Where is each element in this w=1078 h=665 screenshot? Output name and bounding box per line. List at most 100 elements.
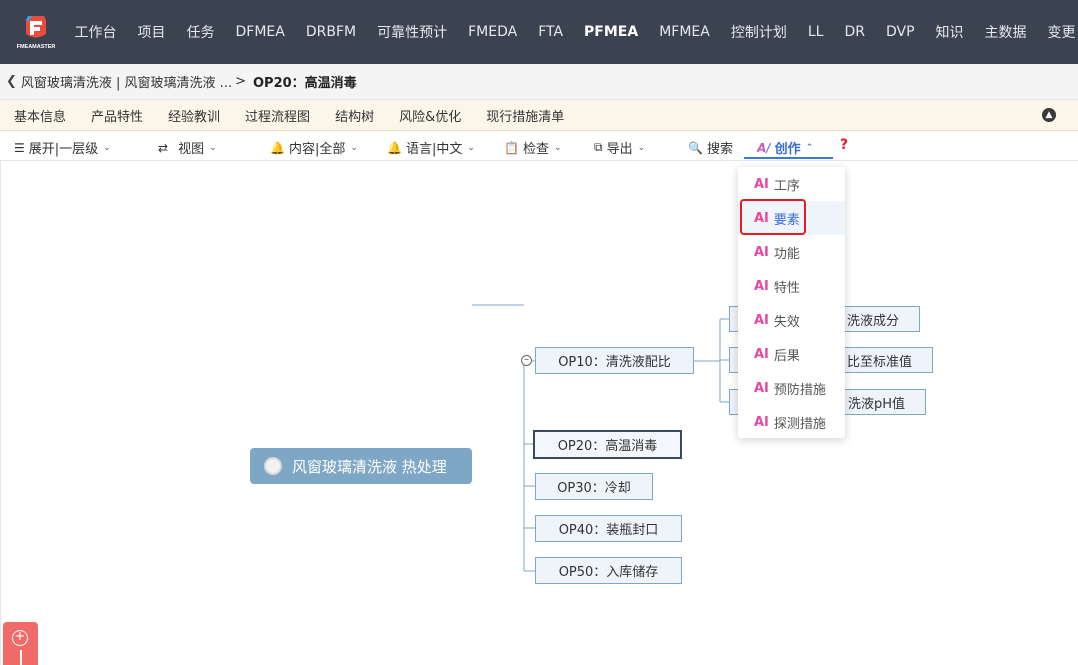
ai-menu-label: 要素 bbox=[773, 212, 800, 228]
ai-menu-item-characteristic[interactable]: AI 特性 bbox=[738, 269, 845, 303]
child-node-label: 比至标准值 bbox=[846, 354, 912, 370]
op-node-op40[interactable]: OP40：装瓶封口 bbox=[535, 515, 682, 542]
tab-process-flow[interactable]: 过程流程图 bbox=[245, 109, 311, 125]
ai-menu-item-detection[interactable]: AI 探测措施 bbox=[738, 405, 845, 439]
chevron-down-icon: ⌄ bbox=[467, 142, 475, 153]
ai-tag: AI bbox=[754, 414, 769, 430]
nav-item-13[interactable]: DVP bbox=[885, 24, 915, 40]
app-logo[interactable]: FMEAMASTER bbox=[16, 14, 56, 52]
ai-menu-label: 后果 bbox=[773, 348, 800, 364]
ai-menu-label: 功能 bbox=[773, 246, 800, 262]
breadcrumb-path[interactable]: 风窗玻璃清洗液 | 风窗玻璃清洗液 ... bbox=[20, 76, 233, 91]
nav-item-2[interactable]: 任务 bbox=[186, 25, 215, 41]
export-label: 导出 bbox=[606, 142, 633, 157]
search-icon: 🔍 bbox=[688, 140, 703, 155]
op-node-op20[interactable]: OP20：高温消毒 bbox=[533, 430, 682, 459]
list-icon: ☰ bbox=[14, 140, 25, 155]
nav-item-1[interactable]: 项目 bbox=[137, 25, 166, 41]
op-node-op10[interactable]: OP10：清洗液配比 bbox=[535, 347, 694, 374]
nav-item-9[interactable]: MFMEA bbox=[659, 24, 710, 40]
logo-text: FMEAMASTER bbox=[17, 44, 56, 50]
toolbar: ☰ 展开|一层级 ⌄ ⇄ 视图 ⌄ 🔔 内容|全部 ⌄ 🔔 语言|中文 ⌄ 📋 … bbox=[0, 131, 1078, 161]
breadcrumb: ❮ 风窗玻璃清洗液 | 风窗玻璃清洗液 ... > OP20：高温消毒 bbox=[0, 64, 1078, 100]
tab-risk-optimization[interactable]: 风险&优化 bbox=[399, 109, 462, 125]
collapse-minus-icon[interactable]: – bbox=[521, 355, 532, 366]
op-node-label: OP20：高温消毒 bbox=[557, 439, 658, 454]
ai-tag: AI bbox=[754, 380, 769, 396]
collapse-up-icon[interactable]: ▲ bbox=[1042, 108, 1056, 122]
nav-item-8[interactable]: PFMEA bbox=[584, 24, 639, 40]
ai-menu-label: 探测措施 bbox=[773, 416, 826, 432]
export-button[interactable]: ⧉ 导出 ⌄ bbox=[594, 138, 645, 157]
child-node-label: 洗液成分 bbox=[846, 313, 899, 329]
nav-item-11[interactable]: LL bbox=[807, 24, 824, 40]
nav-item-12[interactable]: DR bbox=[844, 24, 865, 40]
check-button[interactable]: 📋 检查 ⌄ bbox=[504, 138, 562, 158]
view-label: 视图 bbox=[178, 142, 205, 157]
nav-item-3[interactable]: DFMEA bbox=[235, 24, 285, 40]
chevron-down-icon: ⌄ bbox=[209, 142, 217, 153]
content-label: 内容|全部 bbox=[288, 142, 346, 157]
ai-menu-item-effect[interactable]: AI 后果 bbox=[738, 337, 845, 371]
check-label: 检查 bbox=[522, 142, 549, 157]
language-label: 语言|中文 bbox=[405, 142, 463, 157]
op-node-label: OP50：入库储存 bbox=[558, 565, 659, 580]
view-button[interactable]: ⇄ 视图 ⌄ bbox=[158, 138, 217, 158]
tab-basic-info[interactable]: 基本信息 bbox=[14, 109, 67, 125]
ai-tag: AI bbox=[754, 312, 769, 328]
chevron-up-icon: ⌃ bbox=[805, 142, 814, 153]
back-chevron-icon[interactable]: ❮ bbox=[6, 74, 17, 89]
floating-add-button[interactable]: + bbox=[3, 622, 38, 665]
search-label: 搜索 bbox=[706, 142, 733, 157]
mindmap-connectors bbox=[472, 304, 739, 572]
ai-tab-underline bbox=[744, 157, 833, 159]
op-node-op50[interactable]: OP50：入库储存 bbox=[535, 557, 682, 584]
ai-menu-item-process[interactable]: AI 工序 bbox=[738, 167, 845, 201]
breadcrumb-separator: > bbox=[235, 74, 246, 89]
bell-icon: 🔔 bbox=[270, 140, 285, 155]
tab-product-characteristics[interactable]: 产品特性 bbox=[91, 109, 144, 125]
clipboard-check-icon: 📋 bbox=[504, 140, 519, 155]
help-button[interactable]: ? bbox=[840, 137, 848, 153]
ai-menu-label: 失效 bbox=[773, 314, 800, 330]
mindmap-root-node[interactable]: 风窗玻璃清洗液 热处理 bbox=[250, 448, 472, 484]
nav-item-14[interactable]: 知识 bbox=[935, 25, 964, 41]
nav-item-10[interactable]: 控制计划 bbox=[730, 25, 787, 41]
create-label: 创作 bbox=[774, 142, 801, 157]
ai-create-button[interactable]: A/ 创作 ⌃ bbox=[757, 138, 814, 158]
content-filter-button[interactable]: 🔔 内容|全部 ⌄ bbox=[270, 138, 358, 158]
nav-item-0[interactable]: 工作台 bbox=[74, 25, 117, 41]
nav-item-16[interactable]: 变更 bbox=[1047, 25, 1076, 41]
tab-current-measures[interactable]: 现行措施清单 bbox=[486, 109, 565, 125]
ai-tag: AI bbox=[754, 278, 769, 294]
ai-tag: AI bbox=[754, 176, 769, 192]
sub-tabs: 基本信息 产品特性 经验教训 过程流程图 结构树 风险&优化 现行措施清单 ▲ bbox=[0, 100, 1078, 131]
nav-item-7[interactable]: FTA bbox=[538, 24, 564, 40]
chevron-down-icon: ⌄ bbox=[637, 142, 646, 153]
expand-label: 展开|一层级 bbox=[28, 142, 99, 157]
plus-circle-icon: + bbox=[12, 630, 28, 646]
ai-menu-item-function[interactable]: AI 功能 bbox=[738, 235, 845, 269]
ai-menu-item-prevention[interactable]: AI 预防措施 bbox=[738, 371, 845, 405]
mindmap-canvas[interactable]: 风窗玻璃清洗液 热处理 – OP10：清洗液配比 OP20：高温消毒 OP30：… bbox=[0, 161, 1078, 665]
ai-icon: A/ bbox=[757, 140, 771, 155]
search-button[interactable]: 🔍 搜索 bbox=[688, 138, 733, 158]
tab-lessons-learned[interactable]: 经验教训 bbox=[168, 109, 221, 125]
nav-item-5[interactable]: 可靠性预计 bbox=[377, 25, 448, 41]
op-node-op30[interactable]: OP30：冷却 bbox=[535, 473, 653, 500]
ai-menu-item-element[interactable]: AI 要素 bbox=[738, 201, 845, 235]
chevron-down-icon: ⌄ bbox=[553, 142, 562, 153]
nav-item-6[interactable]: FMEDA bbox=[468, 24, 518, 40]
expand-level-button[interactable]: ☰ 展开|一层级 ⌄ bbox=[14, 138, 111, 158]
nav-item-15[interactable]: 主数据 bbox=[984, 25, 1027, 41]
root-circle-icon bbox=[264, 457, 282, 475]
chevron-down-icon: ⌄ bbox=[350, 142, 358, 153]
nav-item-4[interactable]: DRBFM bbox=[305, 24, 357, 40]
tab-structure-tree[interactable]: 结构树 bbox=[335, 109, 375, 125]
language-button[interactable]: 🔔 语言|中文 ⌄ bbox=[387, 138, 475, 158]
child-node-label: 洗液pH值 bbox=[847, 396, 905, 412]
op-node-label: OP10：清洗液配比 bbox=[558, 355, 671, 370]
breadcrumb-current: OP20：高温消毒 bbox=[253, 76, 357, 91]
ai-tag: AI bbox=[754, 346, 769, 362]
ai-menu-item-failure[interactable]: AI 失效 bbox=[738, 303, 845, 337]
